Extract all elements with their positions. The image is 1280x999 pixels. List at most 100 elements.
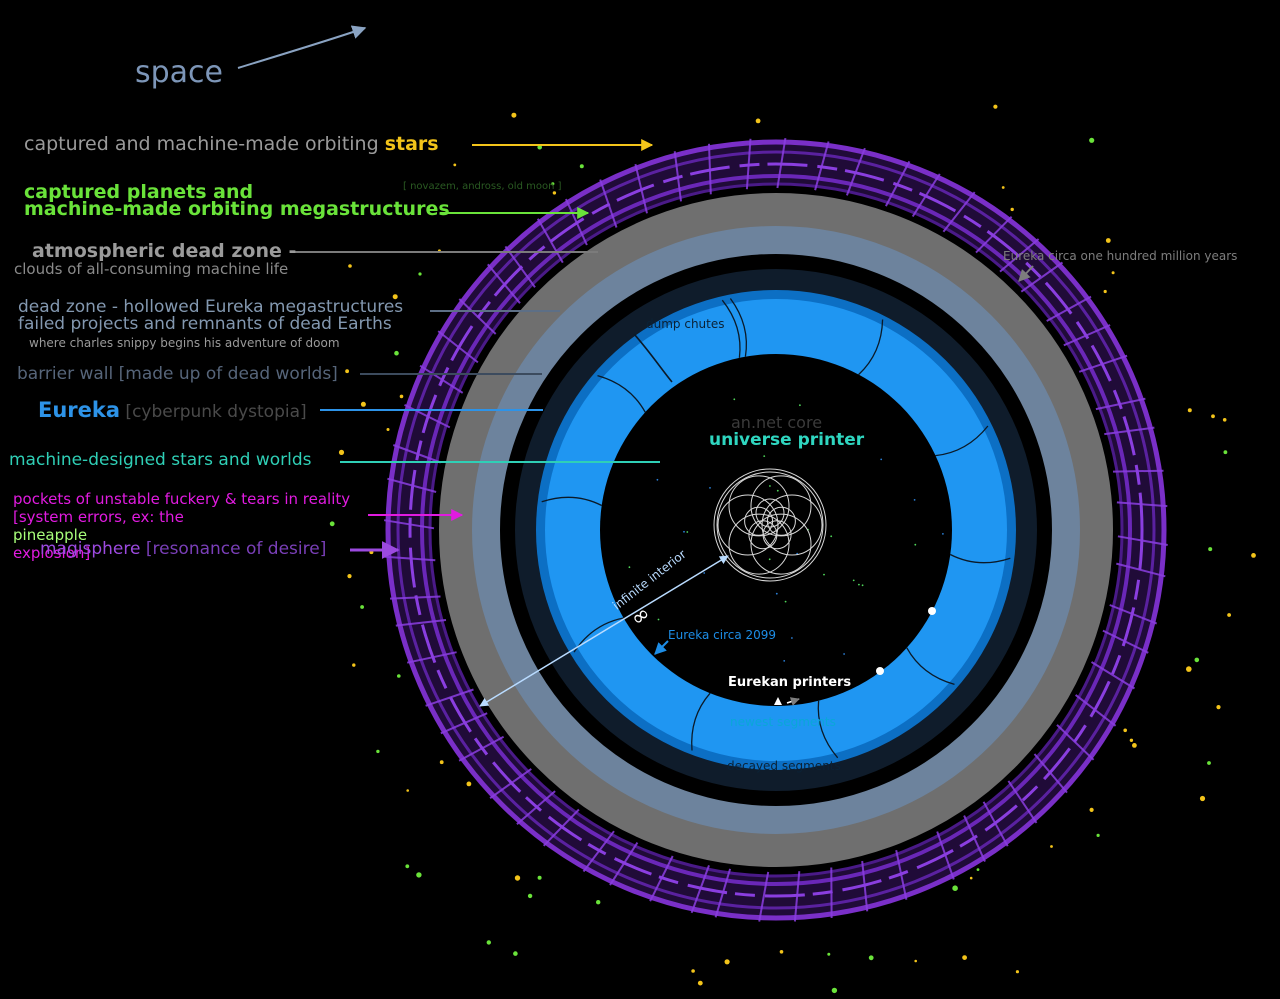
core-star bbox=[686, 531, 689, 533]
label-pockets-line2: [system errors, ex: the pineapple explos… bbox=[13, 508, 350, 562]
background-star bbox=[724, 959, 730, 965]
magisphere-spoke bbox=[1056, 724, 1095, 761]
background-star bbox=[1001, 186, 1005, 189]
magisphere-spoke bbox=[1116, 562, 1166, 578]
infinite-interior-arrow bbox=[479, 555, 729, 707]
label-eureka-title: Eureka bbox=[38, 398, 121, 422]
dump-chute-line bbox=[633, 333, 673, 383]
background-star bbox=[338, 449, 345, 455]
background-star bbox=[1132, 743, 1137, 748]
magisphere-spoke bbox=[1007, 780, 1038, 824]
background-star bbox=[1050, 845, 1053, 848]
magisphere-spoke bbox=[999, 238, 1040, 273]
magisphere-spoke bbox=[542, 808, 580, 847]
label-eureka-sub: [cyberpunk dystopia] bbox=[120, 402, 307, 422]
magisphere-spoke bbox=[793, 871, 801, 922]
label-planets-line1: captured planets and bbox=[24, 181, 254, 203]
core-star bbox=[733, 398, 736, 401]
magisphere-spoke bbox=[437, 330, 479, 364]
circa-100m-arrow bbox=[1018, 265, 1034, 282]
magisphere-spoke bbox=[1090, 661, 1136, 690]
magisphere-spoke bbox=[1117, 535, 1168, 546]
core-star bbox=[783, 660, 786, 662]
magisphere-spoke bbox=[708, 143, 712, 195]
background-star bbox=[691, 969, 695, 973]
eureka-segment-line bbox=[729, 298, 747, 357]
universe-printer-symbol bbox=[713, 468, 827, 582]
magisphere-spoke bbox=[1020, 261, 1064, 293]
background-star bbox=[755, 118, 761, 124]
magisphere-spoke bbox=[582, 830, 615, 873]
core-star bbox=[656, 478, 659, 481]
background-star bbox=[345, 369, 349, 374]
label-stars-highlight: stars bbox=[384, 133, 439, 155]
background-star bbox=[1015, 970, 1020, 974]
background-star bbox=[779, 950, 784, 954]
magisphere-spoke bbox=[745, 138, 752, 190]
magisphere-spoke bbox=[942, 191, 976, 233]
label-clouds: clouds of all-consuming machine life bbox=[14, 260, 289, 278]
background-star bbox=[405, 864, 410, 869]
label-dead-zone-line2: failed projects and remnants of dead Ear… bbox=[18, 314, 392, 334]
background-star bbox=[453, 163, 457, 167]
core-star bbox=[775, 592, 778, 595]
background-star bbox=[1089, 807, 1094, 813]
label-dump-chutes: dump chutes bbox=[646, 317, 725, 331]
magisphere-spoke bbox=[1112, 469, 1164, 473]
flower-petal-circle bbox=[750, 513, 812, 575]
magisphere-spoke bbox=[564, 198, 588, 246]
background-star bbox=[868, 955, 874, 961]
core-star bbox=[768, 558, 771, 561]
magisphere-spoke bbox=[885, 160, 911, 207]
background-star bbox=[511, 112, 517, 118]
eureka-segment-line bbox=[906, 647, 955, 686]
label-pockets-line2-b: explosion] bbox=[13, 544, 91, 562]
label-dead-zone: dead zone - hollowed Eureka megastructur… bbox=[18, 299, 403, 333]
magisphere-spoke bbox=[861, 860, 869, 912]
background-star bbox=[537, 875, 542, 880]
background-star bbox=[831, 987, 838, 994]
background-star bbox=[1123, 728, 1127, 733]
label-machine-designed: machine-designed stars and worlds bbox=[9, 450, 312, 470]
flower-petal-circle bbox=[728, 513, 790, 575]
core-star bbox=[776, 489, 779, 492]
background-star bbox=[969, 876, 973, 880]
printer-direction-arrow bbox=[786, 697, 800, 706]
magisphere-spoke bbox=[634, 163, 648, 214]
background-star bbox=[952, 885, 958, 891]
magisphere-spoke bbox=[690, 865, 710, 914]
background-star bbox=[416, 872, 422, 878]
background-star bbox=[1222, 418, 1227, 422]
background-star bbox=[1207, 761, 1211, 765]
background-star bbox=[1223, 450, 1228, 455]
magisphere-spoke bbox=[389, 595, 441, 600]
background-star bbox=[1199, 795, 1206, 802]
background-star bbox=[406, 789, 410, 792]
magisphere-spoke bbox=[1074, 694, 1117, 727]
magisphere-spoke bbox=[404, 404, 451, 429]
label-charles-snippy: where charles snippy begins his adventur… bbox=[29, 336, 340, 350]
core-star bbox=[830, 535, 833, 538]
label-eureka: Eureka [cyberpunk dystopia] bbox=[38, 400, 307, 421]
label-planets-line2: machine-made orbiting megastructures bbox=[24, 198, 450, 220]
magisphere-spoke bbox=[911, 173, 941, 218]
magisphere-spoke bbox=[1033, 753, 1068, 794]
magisphere-spoke bbox=[895, 849, 908, 900]
magisphere-spoke bbox=[458, 298, 497, 335]
label-circa-2099: Eureka circa 2099 bbox=[668, 628, 777, 642]
background-star bbox=[537, 144, 542, 150]
core-star bbox=[769, 485, 771, 487]
background-stars bbox=[329, 104, 1256, 994]
magisphere-spoke bbox=[1046, 295, 1092, 322]
background-star bbox=[329, 521, 335, 527]
printer-mark bbox=[928, 607, 936, 615]
background-star bbox=[1111, 271, 1115, 275]
background-star bbox=[1103, 289, 1107, 294]
core-star bbox=[628, 566, 631, 569]
magisphere-spoke bbox=[975, 215, 1013, 254]
magisphere-spoke bbox=[406, 651, 457, 664]
label-pockets-line2-a: [system errors, ex: the bbox=[13, 508, 184, 526]
label-magisphere-sub: [resonance of desire] bbox=[140, 539, 327, 559]
background-star bbox=[399, 394, 404, 399]
